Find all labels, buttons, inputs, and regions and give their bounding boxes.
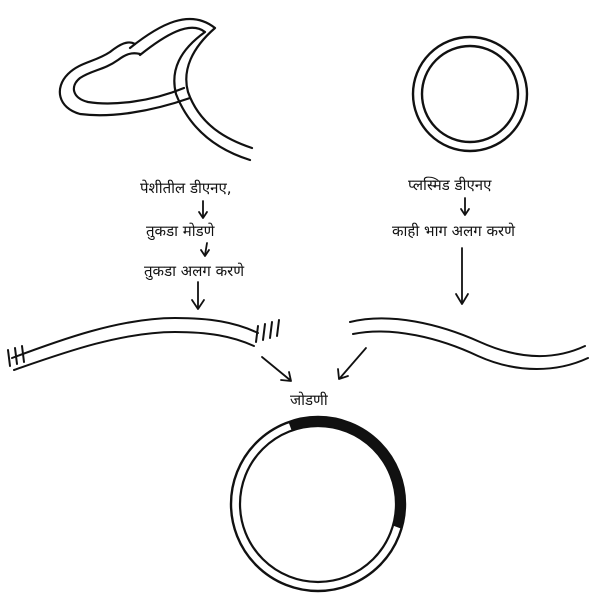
- gene-fragment: [8, 318, 279, 370]
- isolate-part-label: काही भाग अलग करणे: [392, 222, 515, 240]
- recombinant-plasmid: [231, 417, 405, 591]
- left-step-arrows: [192, 201, 209, 309]
- inserted-gene-segment: [289, 417, 404, 528]
- plasmid-dna-label: प्लस्मिड डीएनए: [408, 176, 491, 194]
- cell-dna-label: पेशीतील डीएनए,: [140, 179, 232, 197]
- isolate-fragment-label: तुकडा अलग करणे: [144, 262, 244, 280]
- plasmid-ring: [413, 37, 527, 151]
- cell-dna-strand: [60, 19, 252, 160]
- join-arrows: [262, 348, 366, 381]
- joining-label: जोडणी: [290, 391, 328, 409]
- right-step-arrows: [456, 198, 469, 304]
- opened-plasmid-strand: [350, 318, 588, 369]
- break-fragment-label: तुकडा मोडणे: [146, 222, 214, 240]
